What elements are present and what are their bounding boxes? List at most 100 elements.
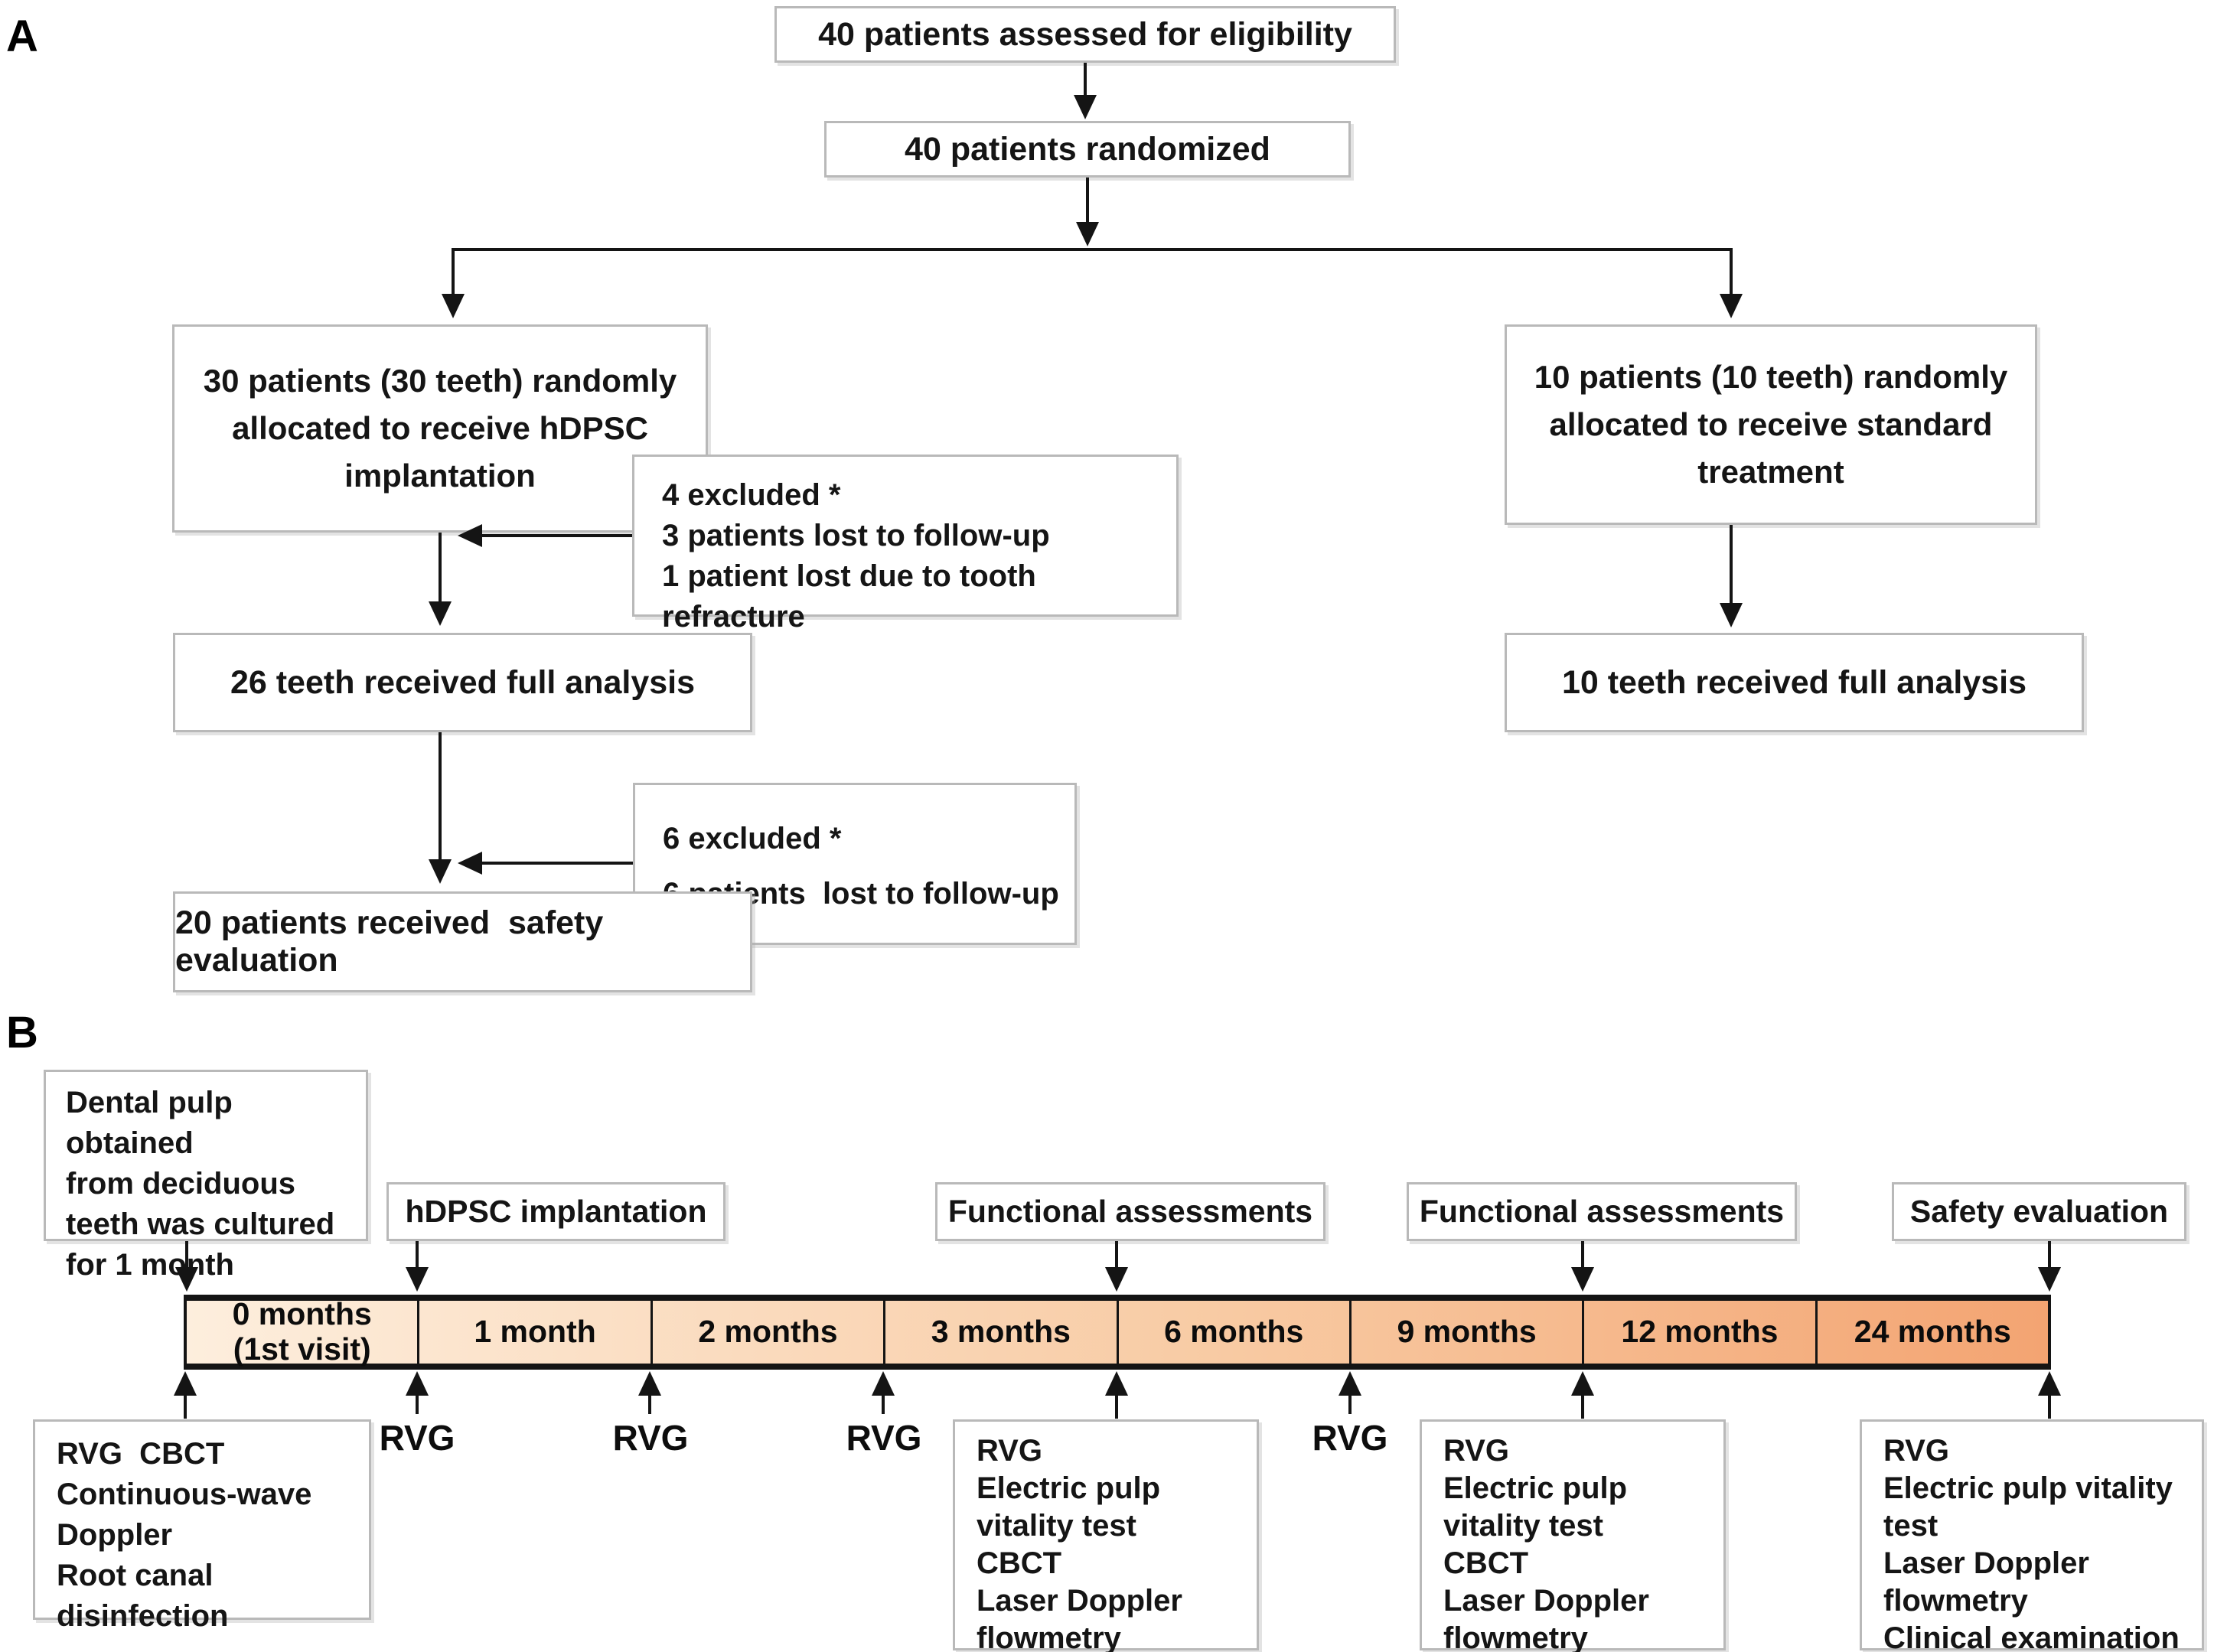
arrow-line	[479, 534, 632, 537]
segment-9-label: 9 months	[1397, 1314, 1537, 1350]
six-month-line6: flowmetry	[977, 1621, 1121, 1652]
timeline-segment-12-months: 12 months	[1584, 1301, 1818, 1364]
eligibility-box: 40 patients assessed for eligibility	[774, 6, 1396, 63]
segment-1-label: 1 month	[474, 1314, 596, 1350]
first-visit-assessments-box: RVG CBCT Continuous-wave Doppler Root ca…	[33, 1419, 371, 1633]
segment-0-line2: (1st visit)	[233, 1331, 371, 1367]
full-analysis-hdpsc-text: 26 teeth received full analysis	[230, 663, 696, 701]
rvg-label-1-month: RVG	[379, 1418, 455, 1458]
arrow-line	[479, 862, 633, 865]
twelve-month-line5: Laser Doppler	[1443, 1584, 1649, 1618]
excluded-first-line1: 4 excluded *	[662, 478, 841, 512]
allocation-hdpsc-box: 30 patients (30 teeth) randomly allocate…	[172, 324, 708, 533]
arrow-line	[1581, 1241, 1584, 1269]
arrowhead-down-icon	[1076, 222, 1099, 246]
arrow-line	[185, 1241, 188, 1269]
segment-12-label: 12 months	[1621, 1314, 1779, 1350]
six-month-line4: CBCT	[977, 1546, 1062, 1580]
arrow-line	[1086, 178, 1089, 223]
arrowhead-down-icon	[175, 1267, 198, 1292]
arrowhead-up-icon	[406, 1371, 429, 1396]
timeline-segment-0-months: 0 months (1st visit)	[187, 1296, 420, 1367]
arrowhead-up-icon	[1105, 1371, 1128, 1396]
arrow-line	[1348, 1393, 1352, 1414]
arrowhead-left-icon	[458, 852, 482, 875]
arrow-line	[2048, 1241, 2051, 1269]
safety-evaluation-count-box: 20 patients received safety evaluation	[173, 891, 752, 992]
functional-assessments-1-box: Functional assessments	[935, 1182, 1325, 1241]
six-month-line1: RVG	[977, 1434, 1042, 1468]
excluded-first-box: 4 excluded * 3 patients lost to follow-u…	[632, 455, 1179, 634]
segment-2-label: 2 months	[698, 1314, 838, 1350]
arrow-line	[1084, 63, 1087, 96]
arrow-line	[1115, 1393, 1118, 1419]
excluded-first-line3: 1 patient lost due to tooth refracture	[662, 559, 1045, 634]
dental-pulp-box: Dental pulp obtained from deciduous teet…	[44, 1070, 368, 1282]
eligibility-text: 40 patients assessed for eligibility	[818, 15, 1352, 53]
functional-assessments-1-text: Functional assessments	[947, 1194, 1313, 1229]
arrowhead-down-icon	[442, 294, 465, 318]
twelve-month-line2: Electric pulp	[1443, 1471, 1628, 1505]
timeline-segment-2-months: 2 months	[653, 1301, 886, 1364]
arrow-line	[1730, 525, 1733, 604]
allocation-hdpsc-line2: allocated to receive hDPSC	[232, 410, 648, 446]
twenty-four-month-line3: test	[1883, 1509, 1938, 1543]
first-visit-line1: RVG CBCT	[57, 1437, 225, 1471]
arrow-line	[439, 732, 442, 861]
arrowhead-up-icon	[1571, 1371, 1594, 1396]
segment-24-label: 24 months	[1854, 1314, 2011, 1350]
six-month-line3: vitality test	[977, 1509, 1136, 1543]
first-visit-line4: Root canal	[57, 1559, 214, 1592]
arrowhead-up-icon	[2038, 1371, 2061, 1396]
first-visit-line2: Continuous-wave	[57, 1478, 312, 1511]
twenty-four-month-line2: Electric pulp vitality	[1883, 1471, 2173, 1505]
segment-6-label: 6 months	[1164, 1314, 1304, 1350]
arrow-line	[1730, 248, 1733, 295]
excluded-first-line2: 3 patients lost to follow-up	[662, 519, 1050, 552]
six-month-assessments-box: RVG Electric pulp vitality test CBCT Las…	[953, 1419, 1259, 1652]
segment-0-line1: 0 months	[232, 1296, 372, 1332]
dental-pulp-line4: for 1 month	[66, 1248, 234, 1282]
arrow-line	[184, 1393, 187, 1419]
hdpsc-implantation-box: hDPSC implantation	[386, 1182, 726, 1241]
arrowhead-down-icon	[1105, 1267, 1128, 1292]
arrowhead-down-icon	[406, 1267, 429, 1292]
arrowhead-up-icon	[174, 1371, 197, 1396]
arrow-line	[416, 1393, 419, 1414]
timeline-segment-9-months: 9 months	[1352, 1301, 1585, 1364]
allocation-hdpsc-line3: implantation	[344, 458, 536, 494]
arrow-line	[1581, 1393, 1584, 1419]
arrow-line	[452, 248, 455, 295]
segment-3-label: 3 months	[931, 1314, 1071, 1350]
twelve-month-line6: flowmetry	[1443, 1621, 1588, 1652]
excluded-second-line1: 6 excluded *	[663, 822, 842, 855]
randomized-box: 40 patients randomized	[824, 121, 1351, 178]
six-month-line2: Electric pulp	[977, 1471, 1161, 1505]
twelve-month-line3: vitality test	[1443, 1509, 1603, 1543]
split-line	[452, 248, 1733, 251]
arrow-line	[882, 1393, 885, 1414]
allocation-standard-line2: allocated to receive standard	[1549, 406, 1993, 442]
timeline-segment-6-months: 6 months	[1119, 1301, 1352, 1364]
safety-evaluation-box: Safety evaluation	[1892, 1182, 2186, 1241]
arrowhead-up-icon	[1339, 1371, 1361, 1396]
timeline-segment-24-months: 24 months	[1818, 1301, 2048, 1364]
first-visit-line3: Doppler	[57, 1518, 173, 1552]
panel-b-label: B	[6, 1008, 38, 1057]
dental-pulp-line2: from deciduous	[66, 1167, 296, 1201]
allocation-standard-box: 10 patients (10 teeth) randomly allocate…	[1505, 324, 2037, 525]
arrowhead-down-icon	[429, 859, 452, 884]
arrow-line	[2048, 1393, 2051, 1419]
twelve-month-assessments-box: RVG Electric pulp vitality test CBCT Las…	[1420, 1419, 1726, 1652]
arrowhead-down-icon	[2038, 1267, 2061, 1292]
twenty-four-month-line6: Clinical examination	[1883, 1621, 2180, 1652]
dental-pulp-line3: teeth was cultured	[66, 1207, 335, 1241]
twenty-four-month-line4: Laser Doppler	[1883, 1546, 2089, 1580]
six-month-line5: Laser Doppler	[977, 1584, 1182, 1618]
randomized-text: 40 patients randomized	[905, 130, 1270, 168]
safety-evaluation-text: Safety evaluation	[1909, 1194, 2169, 1229]
twelve-month-line1: RVG	[1443, 1434, 1509, 1468]
full-analysis-standard-box: 10 teeth received full analysis	[1505, 633, 2084, 732]
twenty-four-month-line1: RVG	[1883, 1434, 1949, 1468]
panel-a-label: A	[6, 11, 38, 61]
